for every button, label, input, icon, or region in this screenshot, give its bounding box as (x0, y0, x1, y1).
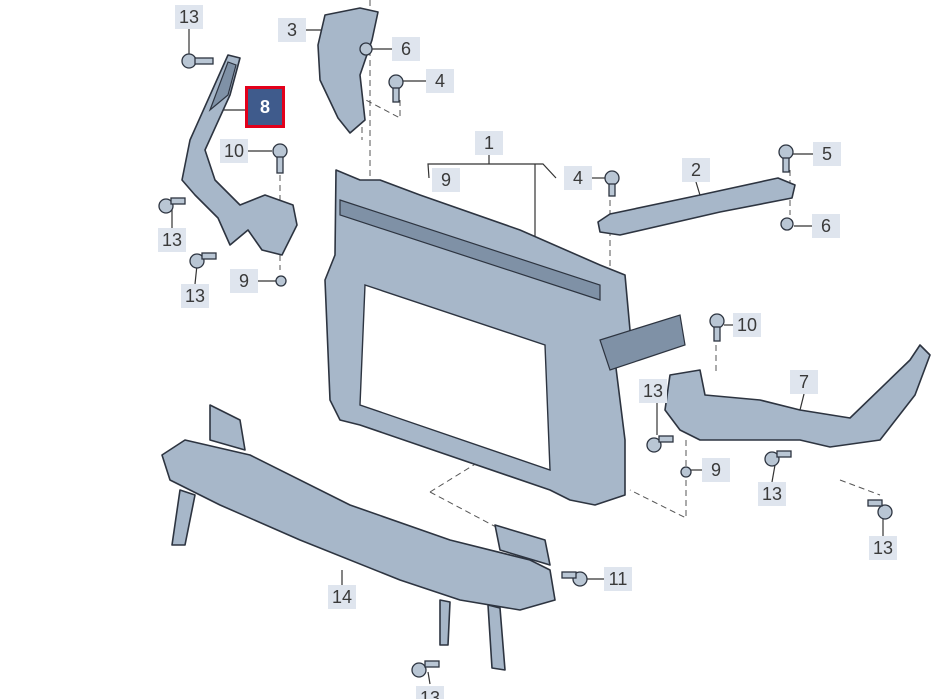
callout-14[interactable]: 14 (328, 585, 356, 609)
callout-13[interactable]: 13 (869, 536, 897, 560)
callout-13[interactable]: 13 (758, 482, 786, 506)
callout-13[interactable]: 13 (175, 5, 203, 29)
callout-13[interactable]: 13 (158, 228, 186, 252)
callout-10[interactable]: 10 (220, 139, 248, 163)
leader-lines (171, 28, 884, 685)
part-7-bracket (664, 344, 931, 448)
callout-9[interactable]: 9 (702, 458, 730, 482)
callout-3[interactable]: 3 (278, 18, 306, 42)
callout-13[interactable]: 13 (181, 284, 209, 308)
part-3-support (317, 7, 379, 134)
callout-4[interactable]: 4 (426, 69, 454, 93)
callout-7[interactable]: 7 (790, 370, 818, 394)
callout-13[interactable]: 13 (416, 686, 444, 699)
callout-9[interactable]: 9 (230, 269, 258, 293)
callout-6[interactable]: 6 (812, 214, 840, 238)
callout-8-highlighted[interactable]: 8 (245, 86, 285, 128)
callout-5[interactable]: 5 (813, 142, 841, 166)
fasteners (158, 42, 893, 678)
callout-9[interactable]: 9 (432, 168, 460, 192)
part-14-crossmember (161, 404, 556, 671)
part-2-bracket (597, 177, 796, 236)
callout-11[interactable]: 11 (604, 567, 632, 591)
callout-10[interactable]: 10 (733, 313, 761, 337)
part-1-frame (324, 169, 686, 506)
callout-2[interactable]: 2 (682, 158, 710, 182)
callout-1[interactable]: 1 (475, 131, 503, 155)
callout-4[interactable]: 4 (564, 166, 592, 190)
part-8-bracket (181, 54, 298, 256)
callout-13[interactable]: 13 (639, 379, 667, 403)
callout-6[interactable]: 6 (392, 37, 420, 61)
